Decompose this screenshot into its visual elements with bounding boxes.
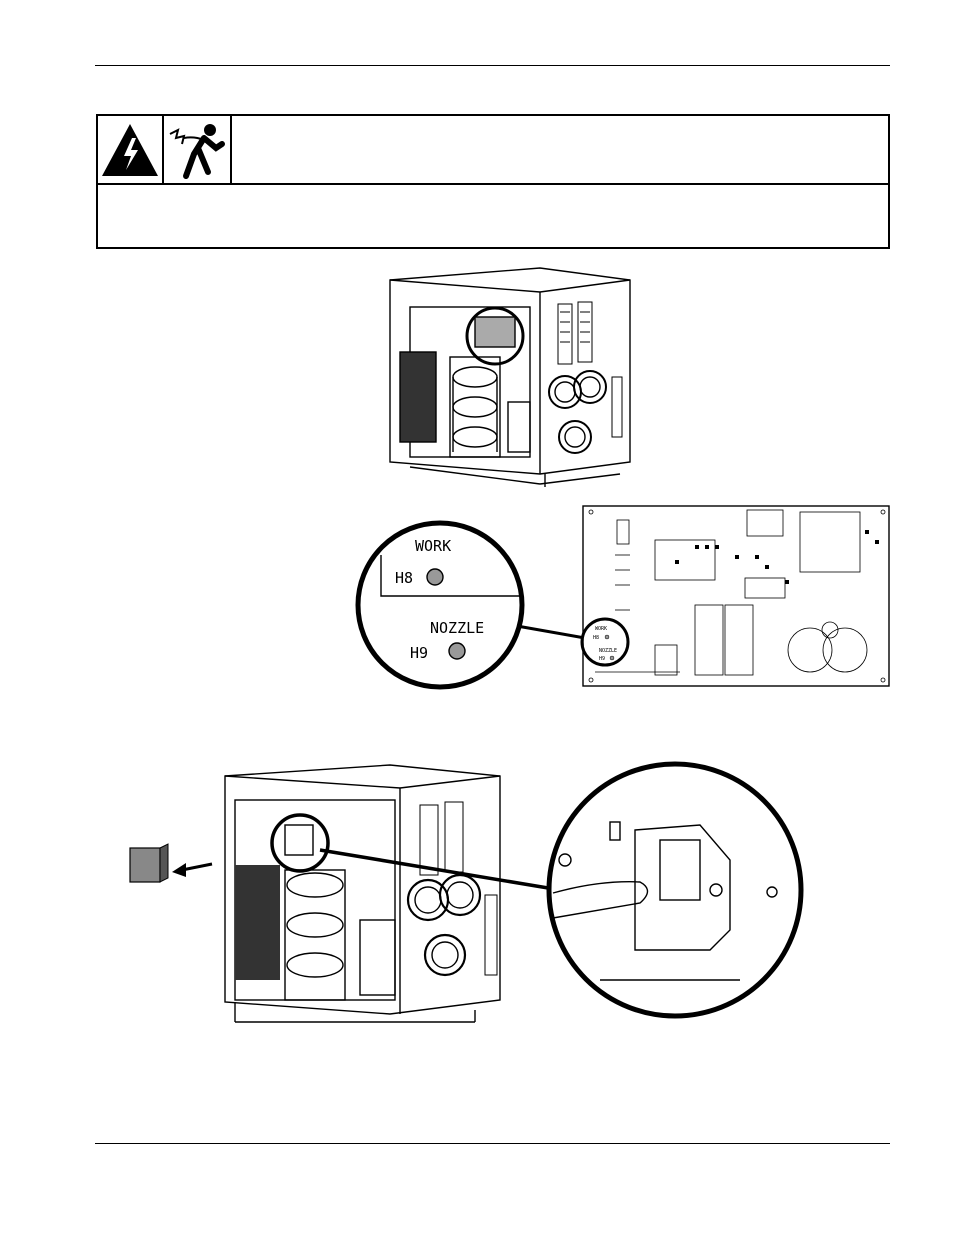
h9-terminal	[448, 642, 466, 660]
electric-shock-warning-icon	[98, 116, 164, 183]
warning-header	[98, 116, 888, 185]
power-supply-top-illustration	[389, 267, 631, 487]
pcb-h8-label: H8	[593, 635, 599, 641]
arrow-icon	[181, 862, 213, 872]
callout-h8-label: H8	[395, 569, 413, 587]
header-rule	[95, 65, 890, 66]
removed-cover	[129, 847, 161, 883]
electrocution-person-icon	[164, 116, 232, 183]
power-supply-bottom-illustration	[129, 761, 804, 1023]
h8-terminal	[426, 568, 444, 586]
warning-box	[96, 114, 890, 249]
callout-work-label: WORK	[415, 537, 451, 555]
callout-nozzle-label: NOZZLE	[430, 619, 484, 637]
pcb-callout-illustration: WORK H8 NOZZLE H9 WORK H8 NOZZLE H	[355, 505, 890, 690]
pcb-nozzle-label: NOZZLE	[599, 648, 617, 654]
footer-rule	[95, 1143, 890, 1144]
pcb-work-label: WORK	[595, 626, 607, 632]
callout-h9-label: H9	[410, 644, 428, 662]
pcb-h9-label: H9	[599, 656, 605, 662]
